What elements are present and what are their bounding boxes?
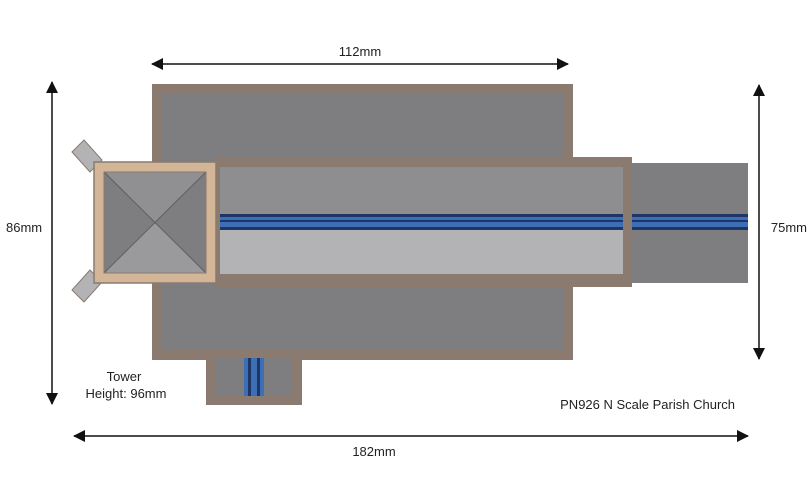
total-length-label: 182mm [352, 444, 395, 459]
tower-height-label: Height: 96mm [86, 386, 167, 401]
roof-ridge [215, 214, 748, 230]
depth-right-label: 75mm [771, 220, 807, 235]
product-caption: PN926 N Scale Parish Church [560, 397, 735, 412]
length-top-label: 112mm [339, 44, 381, 59]
tower [93, 161, 217, 284]
porch [206, 358, 302, 405]
tower-label: Tower [107, 369, 142, 384]
depth-left-label: 86mm [6, 220, 42, 235]
